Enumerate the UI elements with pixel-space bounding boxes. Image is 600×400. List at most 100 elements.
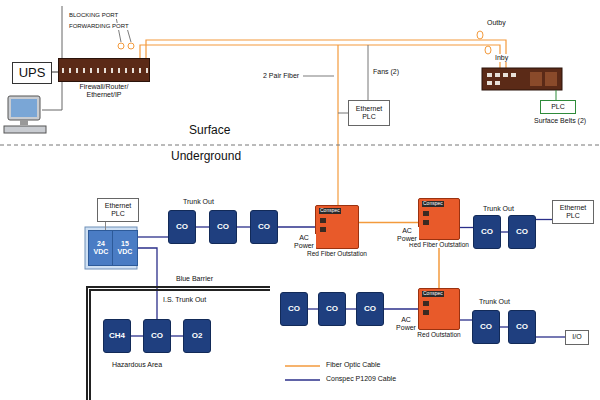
annotation-label: Trunk Out xyxy=(482,205,515,213)
node-label: CO xyxy=(288,304,300,313)
annotation-label: Outby xyxy=(486,19,507,27)
outstation-box: ConspecRed Fiber Outstation xyxy=(418,198,460,240)
cable xyxy=(501,231,508,232)
network-wire xyxy=(42,82,62,110)
node-label: CO xyxy=(217,222,229,231)
node-label: CO xyxy=(258,222,270,231)
power-supply-box: 24 VDC xyxy=(88,230,114,266)
plc-wire xyxy=(556,90,557,100)
cable xyxy=(346,308,356,309)
outstation-box: ConspecRed Fiber Outstation xyxy=(315,205,359,249)
switch-module xyxy=(545,72,557,86)
annotation-label: Blue Barrier xyxy=(175,275,214,283)
node-label: PLC xyxy=(551,103,565,111)
node-label: CO xyxy=(151,331,163,340)
node-label: Ethernet PLC xyxy=(553,204,593,220)
annotation-label: Inby xyxy=(494,54,509,62)
annotation-label: Fans (2) xyxy=(372,68,400,76)
cable xyxy=(237,226,250,227)
io-box: I/O xyxy=(565,330,589,345)
node-label: CO xyxy=(326,304,338,313)
switch-module xyxy=(530,72,542,86)
outstation-label: Red Outstation xyxy=(416,331,461,338)
annotation-label: Trunk Out xyxy=(182,198,215,206)
outstation-label: Red Fiber Outstation xyxy=(306,250,368,257)
brand-tag: Conspec xyxy=(319,208,341,214)
annotation-label: Underground xyxy=(170,150,242,164)
annotation-label: BLOCKING PORT xyxy=(68,12,119,19)
fan-wire xyxy=(368,45,369,100)
cable xyxy=(131,335,143,336)
annotation-label: I.S. Trunk Out xyxy=(162,296,207,304)
ethernet-plc-box: Ethernet PLC xyxy=(97,198,139,222)
node-label: CO xyxy=(516,227,528,236)
node-label: CO xyxy=(364,304,376,313)
sensor-box: CO xyxy=(250,210,278,244)
switch-port xyxy=(487,73,492,77)
outstation-panel xyxy=(423,220,429,225)
node-label: I/O xyxy=(572,333,581,341)
legend-text: Conspec P1209 Cable xyxy=(325,375,397,383)
plc-box: PLC xyxy=(540,100,576,114)
network-switch xyxy=(482,68,562,90)
leader-line xyxy=(127,28,131,42)
fiber-loop xyxy=(128,43,134,49)
annotation-label: FORWARDING PORT xyxy=(68,23,130,30)
sensor-box: CO xyxy=(143,319,171,353)
sensor-box: CO xyxy=(209,210,237,244)
leader-line xyxy=(303,76,334,77)
annotation-label: AC Power xyxy=(292,234,316,250)
ethernet-plc-box: Ethernet PLC xyxy=(348,100,390,126)
outstation-panel xyxy=(423,310,429,315)
legend-text: Fiber Optic Cable xyxy=(325,361,381,369)
annotation-label: Surface Belts (2) xyxy=(533,117,587,125)
node-label: Ethernet PLC xyxy=(98,202,138,218)
sensor-box: O2 xyxy=(183,319,211,353)
computer-stand xyxy=(20,120,28,125)
firewall-router: Firewall/Router/ Ethernet/IP xyxy=(58,58,150,82)
cable xyxy=(196,226,209,227)
fiber-loop xyxy=(485,46,491,54)
cable xyxy=(308,308,318,309)
cable xyxy=(105,222,106,230)
sensor-box: CO xyxy=(318,292,346,326)
cable xyxy=(536,336,565,337)
outstation-panel xyxy=(320,227,326,232)
node-label: 15 VDC xyxy=(113,240,137,256)
switch-port xyxy=(495,81,500,85)
cable xyxy=(500,326,508,327)
cable xyxy=(536,219,552,220)
sensor-box: CO xyxy=(508,215,536,249)
sensor-box: CO xyxy=(508,310,536,344)
cable xyxy=(138,236,168,237)
switch-port xyxy=(487,81,492,85)
ethernet-plc-box: Ethernet PLC xyxy=(552,200,594,224)
annotation-label: AC Power xyxy=(395,227,419,243)
sensor-box: CO xyxy=(472,310,500,344)
computer-keyboard xyxy=(4,126,46,133)
legend-sample-line xyxy=(285,365,320,367)
cable xyxy=(171,335,183,336)
outstation-panel xyxy=(320,218,326,223)
fiber-cable xyxy=(140,45,500,68)
switch-port xyxy=(495,73,500,77)
annotation-label: AC Power xyxy=(394,316,418,332)
cable xyxy=(460,227,473,228)
surface-divider xyxy=(0,145,600,146)
device-label: Firewall/Router/ Ethernet/IP xyxy=(70,83,138,99)
sensor-box: CO xyxy=(356,292,384,326)
network-wire xyxy=(62,6,63,58)
power-supply-housing xyxy=(85,227,137,269)
outstation-panel xyxy=(423,301,429,306)
area-label: Hazardous Area xyxy=(109,361,165,369)
annotation-label: 2 Pair Fiber xyxy=(262,72,300,80)
brand-tag: Conspec xyxy=(422,201,444,207)
node-label: Ethernet PLC xyxy=(349,105,389,121)
annotation-label: Trunk Out xyxy=(478,298,511,306)
switch-port xyxy=(503,73,508,77)
sensor-box: CO xyxy=(280,292,308,326)
cable xyxy=(359,222,418,224)
node-label: UPS xyxy=(19,66,46,81)
fiber-cable xyxy=(146,40,506,68)
